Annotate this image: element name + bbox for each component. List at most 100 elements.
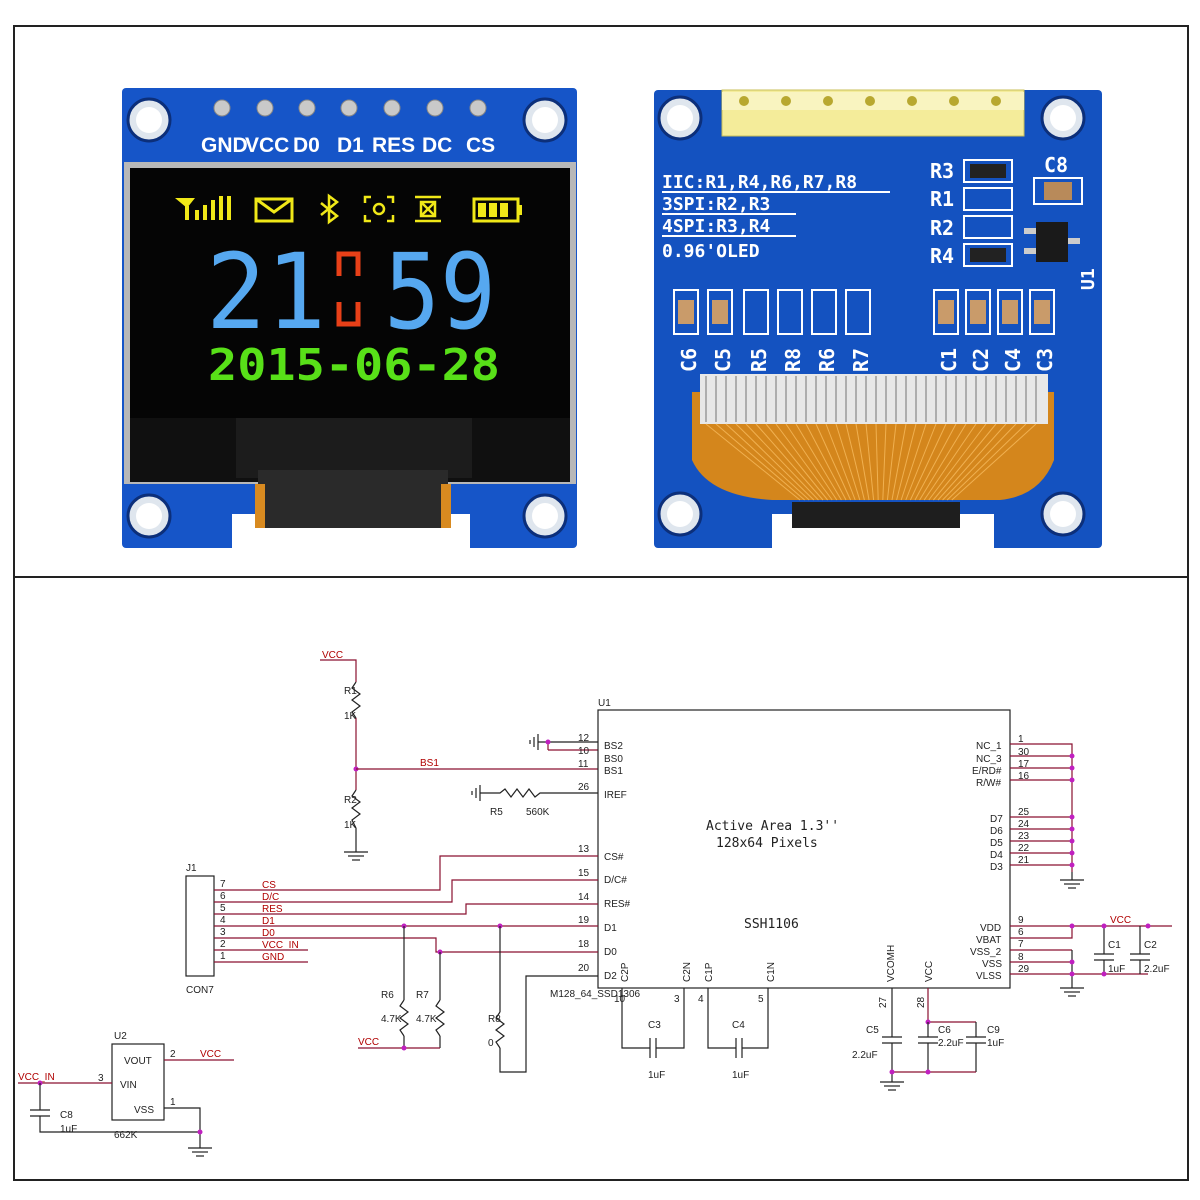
silk-c8: C8 xyxy=(1044,153,1068,177)
svg-text:VSS_2: VSS_2 xyxy=(970,947,1002,958)
svg-text:23: 23 xyxy=(1018,831,1030,842)
ground-symbol-iref xyxy=(471,785,481,801)
cancel-icon xyxy=(415,195,441,223)
config-4spi: 4SPI:R3,R4 xyxy=(662,216,771,237)
svg-text:GND: GND xyxy=(262,952,284,963)
clock-date: 2015-06-28 xyxy=(208,340,500,391)
svg-text:5: 5 xyxy=(758,994,764,1005)
svg-text:2: 2 xyxy=(220,939,226,950)
ground-symbol-u2 xyxy=(188,1147,212,1157)
status-bar xyxy=(175,193,522,225)
pin-label-vcc: VCC xyxy=(245,134,289,157)
battery-icon xyxy=(472,197,522,223)
c4-label: C4 xyxy=(732,1020,745,1031)
svg-text:VLSS: VLSS xyxy=(976,971,1002,982)
u2-body xyxy=(111,1043,165,1121)
clock-colon xyxy=(336,251,361,327)
r1-label: R1 xyxy=(344,686,357,697)
svg-text:R5: R5 xyxy=(747,348,771,372)
svg-text:D3: D3 xyxy=(990,862,1003,873)
pin-header xyxy=(721,89,1025,137)
r6-label: R6 xyxy=(381,990,394,1001)
svg-text:20: 20 xyxy=(578,963,590,974)
silk-r3: R3 xyxy=(930,159,954,183)
pin-pads xyxy=(213,99,487,117)
svg-text:VCC_IN: VCC_IN xyxy=(262,940,299,951)
c5-value: 2.2uF xyxy=(852,1050,878,1061)
svg-text:1: 1 xyxy=(220,951,226,962)
flex-cable-front xyxy=(258,470,448,528)
schematic: VCC R1 1K R2 1K BS1 R5 560K U1 xyxy=(18,650,1172,1157)
svg-text:1: 1 xyxy=(1018,734,1024,745)
svg-text:25: 25 xyxy=(1018,807,1030,818)
clock-minutes: 59 xyxy=(384,231,496,353)
ssh1106-label: SSH1106 xyxy=(744,917,799,932)
mail-icon xyxy=(254,197,294,223)
svg-text:VDD: VDD xyxy=(980,923,1001,934)
svg-text:D1: D1 xyxy=(262,916,275,927)
u2-part: 662K xyxy=(114,1130,138,1141)
svg-text:R/W#: R/W# xyxy=(976,778,1001,789)
clock-hours: 21 xyxy=(206,231,326,353)
r8-value: 0 xyxy=(488,1038,494,1049)
svg-text:NC_3: NC_3 xyxy=(976,754,1002,765)
smd-row xyxy=(673,289,1055,335)
svg-text:4: 4 xyxy=(698,994,704,1005)
u2-label: U2 xyxy=(114,1031,127,1042)
svg-text:C2: C2 xyxy=(969,348,993,372)
svg-text:28: 28 xyxy=(916,996,927,1008)
svg-text:C6: C6 xyxy=(677,348,701,372)
r6-value: 4.7K xyxy=(381,1014,402,1025)
bs1-net-label: BS1 xyxy=(420,758,439,769)
pin-label-cs: CS xyxy=(466,134,495,157)
module-back-photo: IIC:R1,R4,R6,R7,R8 3SPI:R2,R3 4SPI:R3,R4… xyxy=(654,89,1102,554)
svg-text:D7: D7 xyxy=(990,814,1003,825)
svg-text:10: 10 xyxy=(578,746,590,757)
svg-text:19: 19 xyxy=(578,915,590,926)
ground-symbol-vdd xyxy=(1060,987,1084,997)
module-front-photo: GND VCC D0 D1 RES DC CS xyxy=(122,88,577,554)
svg-text:7: 7 xyxy=(220,879,226,890)
svg-text:C4: C4 xyxy=(1001,348,1025,372)
svg-text:C3: C3 xyxy=(1033,348,1057,372)
svg-text:17: 17 xyxy=(1018,759,1030,770)
svg-text:10: 10 xyxy=(614,994,626,1005)
svg-text:R8: R8 xyxy=(781,348,805,372)
svg-text:14: 14 xyxy=(578,892,590,903)
ground-symbol-data xyxy=(1060,879,1084,889)
svg-text:D/C#: D/C# xyxy=(604,875,627,886)
c2-label: C2 xyxy=(1144,940,1157,951)
c4-value: 1uF xyxy=(732,1070,749,1081)
svg-text:7: 7 xyxy=(1018,939,1024,950)
silk-r2: R2 xyxy=(930,216,954,240)
vcc-in-label: VCC_IN xyxy=(18,1072,55,1083)
c1-value: 1uF xyxy=(1108,964,1125,975)
svg-text:4: 4 xyxy=(220,915,226,926)
vcc-label-right: VCC xyxy=(1110,915,1131,926)
svg-text:1: 1 xyxy=(170,1097,176,1108)
c8-value: 1uF xyxy=(60,1124,77,1135)
c6-value: 2.2uF xyxy=(938,1038,964,1049)
svg-text:VCC: VCC xyxy=(924,961,935,982)
config-iic: IIC:R1,R4,R6,R7,R8 xyxy=(662,172,857,193)
svg-text:16: 16 xyxy=(1018,771,1030,782)
svg-text:15: 15 xyxy=(578,868,590,879)
svg-text:C1: C1 xyxy=(937,348,961,372)
c2-value: 2.2uF xyxy=(1144,964,1170,975)
svg-text:24: 24 xyxy=(1018,819,1030,830)
vcc-label-u2: VCC xyxy=(200,1049,221,1060)
svg-text:13: 13 xyxy=(578,844,590,855)
config-3spi: 3SPI:R2,R3 xyxy=(662,194,770,215)
svg-text:NC_1: NC_1 xyxy=(976,741,1002,752)
svg-text:3: 3 xyxy=(674,994,680,1005)
svg-text:CS#: CS# xyxy=(604,852,624,863)
smd-bodies xyxy=(678,300,1050,324)
r5-label: R5 xyxy=(490,807,503,818)
ground-symbol xyxy=(344,851,368,861)
u1-body xyxy=(597,709,1011,989)
j1-part: CON7 xyxy=(186,985,214,996)
c9-label: C9 xyxy=(987,1025,1000,1036)
svg-text:18: 18 xyxy=(578,939,590,950)
